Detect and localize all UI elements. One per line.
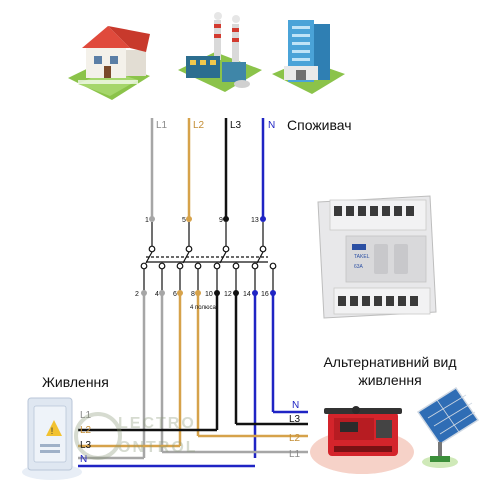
terminal-num-5: 5 xyxy=(182,217,186,224)
electrical-panel-icon: ! xyxy=(22,397,82,480)
top-wire-label-l3: L3 xyxy=(230,120,242,131)
svg-text:ONTROL: ONTROL xyxy=(118,439,198,456)
right-wire-label-l3: L3 xyxy=(289,414,301,425)
device-rating: 63A xyxy=(354,264,364,270)
left-wire-label-l2: L2 xyxy=(80,425,92,436)
top-wire-label-l1: L1 xyxy=(156,120,168,131)
terminal-num-8: 8 xyxy=(191,291,195,298)
factory-icon xyxy=(178,12,262,92)
terminal-num-1: 1 xyxy=(145,217,149,224)
generator-icon xyxy=(310,406,414,474)
terminal-num-10: 10 xyxy=(205,291,213,298)
alt-supply-label: Альтернативний вид живлення xyxy=(323,354,457,388)
terminal-dot-13 xyxy=(260,216,266,222)
consumer-label: Споживач xyxy=(287,117,352,133)
top-wire-label-l2: L2 xyxy=(193,120,205,131)
terminal-num-4: 4 xyxy=(155,291,159,298)
solar-panel-icon xyxy=(416,386,480,468)
right-wire-label-n: N xyxy=(292,400,299,411)
switch-schematic xyxy=(140,222,277,292)
device-brand: TAKEL xyxy=(354,254,370,260)
main-supply-label: Живлення xyxy=(42,374,109,390)
watermark-logo: LECTRO ONTROL xyxy=(74,412,198,460)
right-wire-label-l1: L1 xyxy=(289,449,301,460)
right-wire-label-l2: L2 xyxy=(289,433,301,444)
top-wire-label-n: N xyxy=(268,120,275,131)
svg-text:LECTRO: LECTRO xyxy=(118,415,196,432)
terminal-dot-1 xyxy=(149,216,155,222)
terminal-num-14: 14 xyxy=(243,291,251,298)
terminal-num-13: 13 xyxy=(251,217,259,224)
terminal-num-2: 2 xyxy=(135,291,139,298)
terminal-num-16: 16 xyxy=(261,291,269,298)
terminal-num-12: 12 xyxy=(224,291,232,298)
terminal-dot-5 xyxy=(186,216,192,222)
left-wire-label-l3: L3 xyxy=(80,440,92,451)
house-icon xyxy=(68,26,150,100)
left-wire-label-n: N xyxy=(80,454,87,465)
office-building-icon xyxy=(272,20,345,94)
terminal-num-6: 6 xyxy=(173,291,177,298)
poles-caption: 4 полюса xyxy=(190,305,216,311)
switch-device-image: TAKEL 63A xyxy=(317,195,437,319)
terminal-dot-9 xyxy=(223,216,229,222)
svg-text:!: ! xyxy=(51,426,54,436)
terminal-num-9: 9 xyxy=(219,217,223,224)
left-wire-label-l1: L1 xyxy=(80,410,92,421)
